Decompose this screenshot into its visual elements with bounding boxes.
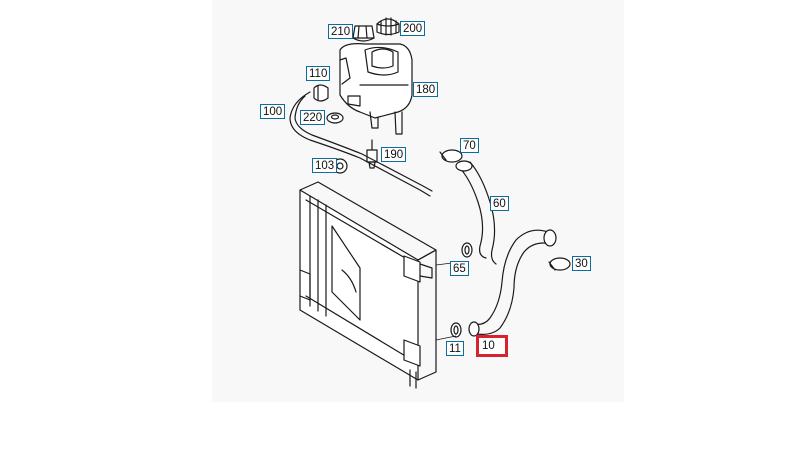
callout-220: 220 (300, 110, 326, 125)
sensor-190-part (366, 139, 378, 169)
callout-60: 60 (490, 196, 509, 211)
callout-100: 100 (260, 104, 286, 119)
cap-nut-part (352, 25, 375, 42)
clamp-70-part (439, 149, 463, 163)
callout-180: 180 (413, 82, 439, 97)
grommet-220-part (326, 112, 344, 124)
upper-hose-part (455, 160, 497, 265)
callout-30: 30 (572, 256, 591, 271)
reservoir-cap-part (376, 17, 400, 36)
callout-65: 65 (450, 261, 469, 276)
callout-103: 103 (312, 158, 338, 173)
seal-11-part (450, 322, 462, 338)
vent-hose-part (289, 91, 433, 197)
callout-70: 70 (460, 138, 479, 153)
clamp-110-part (313, 84, 329, 102)
callout-10-highlighted[interactable]: 10 (476, 335, 508, 357)
seal-65-part (461, 242, 473, 258)
callout-110: 110 (306, 66, 331, 81)
callout-190: 190 (381, 147, 407, 162)
clamp-30-part (548, 257, 571, 271)
callout-11: 11 (446, 341, 464, 356)
radiator-part (299, 181, 437, 389)
callout-200: 200 (400, 21, 426, 36)
callout-210: 210 (328, 24, 354, 39)
expansion-tank-part (339, 43, 413, 135)
lower-hose-part (468, 229, 557, 337)
